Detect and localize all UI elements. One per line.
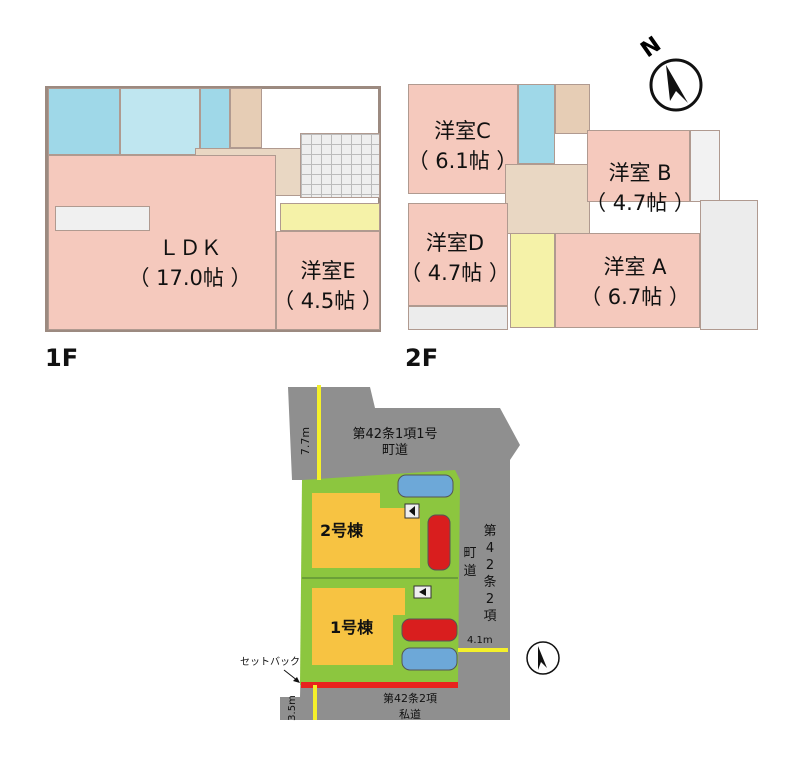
road-name: 第42条1項1号 (352, 427, 438, 442)
floor-plan-1f: ＬＤＫ （ 17.0帖 ） 洋室E （ 4.5帖 ） (45, 78, 383, 333)
room-size: （ 17.0帖 ） (128, 266, 252, 290)
balcony-east (690, 130, 720, 202)
entrance (300, 133, 380, 198)
room-d (408, 203, 508, 306)
south-road-label: 第42条2項 私道 (355, 691, 465, 723)
south-road-width: 3.5m (286, 695, 298, 721)
room-size: （ 4.7帖 ） (400, 261, 510, 285)
ldk-room (48, 155, 276, 330)
setback-label: セットバック (240, 657, 300, 668)
building-2-label: 2号棟 (320, 521, 364, 540)
toilet-2f (518, 84, 555, 164)
east-road-type: 町道 (463, 546, 477, 579)
room-name: 洋室E (300, 259, 356, 283)
hall-2f (505, 164, 590, 234)
room-a-label: 洋室 A （ 6.7帖 ） (570, 252, 700, 312)
room-size: （ 4.7帖 ） (585, 191, 695, 215)
floor-label-1f: 1F (45, 344, 79, 372)
north-compass-icon: N (636, 32, 710, 115)
room-b (587, 130, 690, 202)
site-north-arrow-icon (526, 641, 560, 675)
room-e (276, 231, 380, 330)
stairs-2f (555, 84, 590, 134)
closet-2f (510, 233, 555, 328)
room-name: 洋室 B (608, 161, 672, 185)
east-road-width: 4.1m (467, 635, 493, 646)
kitchen-counter (55, 206, 150, 231)
road-type: 町道 (381, 443, 408, 458)
balcony-south (408, 306, 508, 330)
floor-label-2f: 2F (405, 344, 439, 372)
bathroom (48, 88, 120, 155)
stairs-1f (230, 88, 262, 148)
ldk-label: ＬＤＫ （ 17.0帖 ） (110, 233, 270, 293)
north-road-label: 第42条1項1号 町道 (335, 427, 455, 459)
room-name: ＬＤＫ (158, 236, 222, 260)
toilet-1f (200, 88, 230, 155)
room-b-label: 洋室 B （ 4.7帖 ） (585, 158, 695, 218)
room-a (555, 233, 700, 328)
east-road-name: 第42条2項 (483, 524, 497, 624)
closet-1f (280, 203, 380, 231)
room-c (408, 84, 518, 194)
room-name: 洋室C (434, 119, 491, 143)
room-e-label: 洋室E （ 4.5帖 ） (273, 256, 383, 316)
room-name: 洋室 A (603, 255, 667, 279)
road-name: 第42条2項 (383, 692, 437, 705)
north-road-width: 7.7m (299, 426, 313, 456)
road-type: 私道 (399, 708, 421, 721)
building-1-label: 1号棟 (330, 618, 374, 637)
site-plan: 第42条1項1号 町道 7.7m 町道 第42条2項 4.1m 第42条2項 私… (280, 385, 530, 723)
room-d-label: 洋室D （ 4.7帖 ） (400, 228, 510, 288)
floor-plan-2f: 洋室C （ 6.1帖 ） 洋室 B （ 4.7帖 ） 洋室D （ 4.7帖 ） … (400, 78, 765, 348)
setback-arrow-icon (283, 669, 300, 683)
room-size: （ 6.7帖 ） (580, 285, 690, 309)
balcony-southeast (700, 200, 758, 330)
room-name: 洋室D (425, 231, 485, 255)
room-c-label: 洋室C （ 6.1帖 ） (405, 116, 520, 176)
washroom (120, 88, 200, 155)
room-size: （ 4.5帖 ） (273, 289, 383, 313)
room-size: （ 6.1帖 ） (407, 149, 518, 173)
